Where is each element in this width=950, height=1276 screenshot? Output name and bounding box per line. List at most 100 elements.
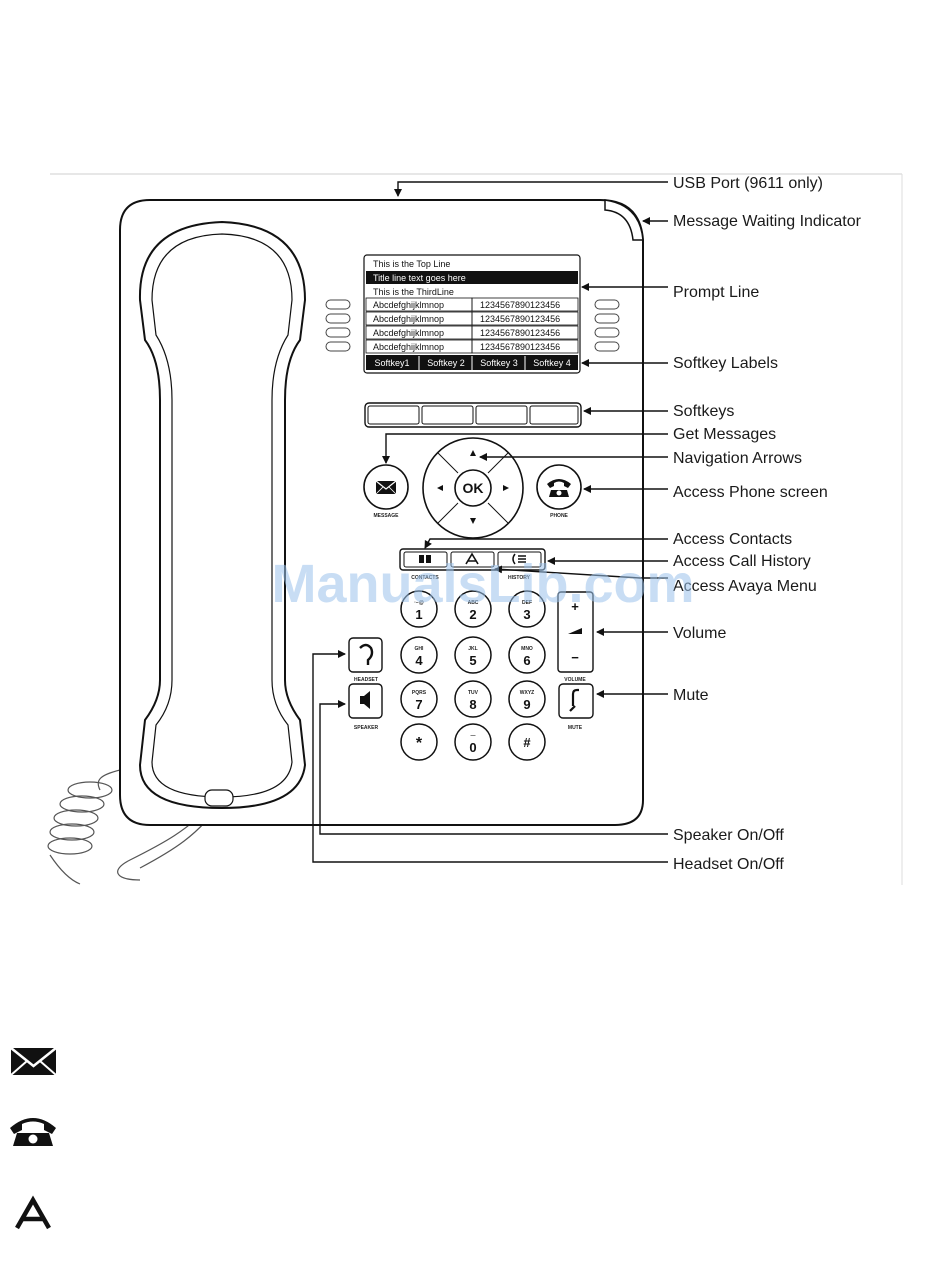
key-number: 8 <box>469 697 476 712</box>
softkey-1-button[interactable] <box>367 405 420 425</box>
phone-button[interactable]: PHONE <box>536 464 582 519</box>
softkey-label: Softkey 2 <box>427 358 465 368</box>
key-letters: ·−@ <box>414 600 424 606</box>
phone-icon <box>10 1118 56 1146</box>
ok-button[interactable] <box>454 469 492 507</box>
callout-leaders <box>312 181 668 863</box>
envelope-icon <box>375 480 397 495</box>
key-letters: — <box>471 733 476 739</box>
volume-up-label: + <box>571 599 579 614</box>
key-star-button[interactable]: * <box>400 723 438 761</box>
ok-label: OK <box>463 480 484 496</box>
mute-button[interactable]: MUTE <box>558 683 594 731</box>
phone-icon <box>547 479 571 497</box>
key-1-button[interactable]: ·−@1 <box>400 590 438 628</box>
nav-right-icon[interactable] <box>503 485 509 491</box>
screen-row-left: Abcdefghijklmnop <box>373 342 444 352</box>
screen-row-right: 1234567890123456 <box>480 342 560 352</box>
key-number: 0 <box>469 740 476 755</box>
microphone-icon <box>569 688 579 712</box>
screen-title-line: Title line text goes here <box>373 273 466 283</box>
key-number: 6 <box>523 653 530 668</box>
display-screen: This is the Top Line Title line text goe… <box>363 254 581 374</box>
key-letters: ABC <box>468 600 479 606</box>
label-softkeys: Softkeys <box>673 403 734 420</box>
key-number: 3 <box>523 607 530 622</box>
screen-row-left: Abcdefghijklmnop <box>373 314 444 324</box>
line-leds-left <box>325 299 351 352</box>
speaker-button[interactable]: SPEAKER <box>348 683 383 731</box>
key-pound-button[interactable]: # <box>508 723 546 761</box>
avaya-a-icon <box>15 1195 51 1230</box>
nav-down-icon[interactable] <box>470 518 476 524</box>
screen-row-left: Abcdefghijklmnop <box>373 300 444 310</box>
mute-label: MUTE <box>568 725 583 731</box>
softkey-label: Softkey 4 <box>533 358 571 368</box>
label-mute: Mute <box>673 687 709 704</box>
nav-up-icon[interactable] <box>470 450 476 456</box>
line-leds-right <box>594 299 620 352</box>
key-number: 9 <box>523 697 530 712</box>
softkey-2-button[interactable] <box>421 405 474 425</box>
label-volume: Volume <box>673 625 726 642</box>
label-contacts: Access Contacts <box>673 531 792 548</box>
history-icon <box>512 553 526 565</box>
softkey-4-button[interactable] <box>529 405 579 425</box>
key-number: 4 <box>415 653 423 668</box>
contacts-button[interactable] <box>403 551 448 568</box>
key-number: * <box>416 735 423 752</box>
softkey-label: Softkey1 <box>374 358 409 368</box>
volume-label: VOLUME <box>564 677 586 683</box>
label-get-messages: Get Messages <box>673 426 776 443</box>
feature-button-bar: CONTACTS HISTORY <box>399 548 546 581</box>
label-message-waiting: Message Waiting Indicator <box>673 213 862 230</box>
softkey-label: Softkey 3 <box>480 358 518 368</box>
label-softkey-labels: Softkey Labels <box>673 355 778 372</box>
headset-label: HEADSET <box>354 677 378 683</box>
volume-ramp-icon <box>568 628 582 634</box>
volume-rocker[interactable]: + − VOLUME <box>557 591 594 683</box>
title-line-bar <box>366 271 578 284</box>
message-button[interactable]: MESSAGE <box>363 464 409 519</box>
key-letters: MNO <box>521 646 533 652</box>
contacts-book-icon <box>419 555 431 563</box>
key-letters: PQRS <box>412 690 427 696</box>
avaya-a-icon <box>465 552 479 565</box>
key-number: 5 <box>469 653 476 668</box>
message-label: MESSAGE <box>373 513 399 519</box>
envelope-icon <box>10 1047 57 1076</box>
label-headset: Headset On/Off <box>673 856 784 873</box>
key-number: 1 <box>415 607 422 622</box>
speaker-label: SPEAKER <box>354 725 379 731</box>
callout-labels: USB Port (9611 only) Message Waiting Ind… <box>673 175 862 873</box>
contacts-label: CONTACTS <box>411 575 439 581</box>
headset-button[interactable]: HEADSET <box>348 637 383 683</box>
key-letters: GHI <box>415 646 425 652</box>
watermark: ManualsLib.com <box>271 554 694 614</box>
navigation-cluster: OK <box>422 437 524 539</box>
key-number: 2 <box>469 607 476 622</box>
key-0-button[interactable]: —0 <box>454 723 492 761</box>
avaya-menu-button[interactable] <box>450 551 495 568</box>
volume-down-label: − <box>571 650 579 665</box>
phone-label: PHONE <box>550 513 568 519</box>
key-letters: TUV <box>468 690 479 696</box>
label-navigation-arrows: Navigation Arrows <box>673 450 802 467</box>
label-speaker: Speaker On/Off <box>673 827 784 844</box>
screen-top-line: This is the Top Line <box>373 259 450 269</box>
softkeys <box>364 402 582 428</box>
message-waiting-indicator <box>604 199 644 241</box>
nav-left-icon[interactable] <box>437 485 443 491</box>
softkey-3-button[interactable] <box>475 405 528 425</box>
label-usb-port: USB Port (9611 only) <box>673 175 823 192</box>
